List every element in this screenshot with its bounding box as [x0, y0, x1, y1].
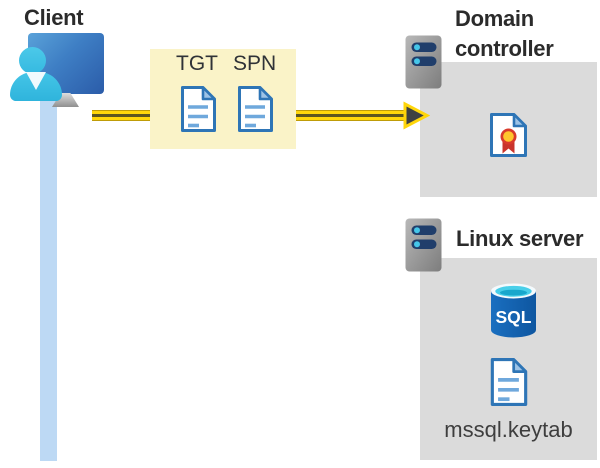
sql-database-icon: SQL [491, 283, 536, 338]
keytab-document-icon [490, 358, 528, 406]
user-icon [19, 47, 46, 74]
client-label: Client [24, 5, 84, 30]
arrow-head-icon [403, 101, 430, 130]
spn-label: SPN [233, 52, 277, 75]
linux-server-label: Linux server [456, 226, 584, 251]
tgt-document-icon [181, 86, 216, 132]
tgt-label: TGT [176, 52, 218, 75]
client-timeline-line [40, 92, 57, 461]
sql-badge-text: SQL [496, 307, 532, 327]
server-icon [405, 35, 442, 89]
spn-document-icon [238, 86, 273, 132]
certificate-icon [490, 113, 527, 157]
server-icon [405, 218, 442, 272]
keytab-file-label: mssql.keytab [444, 417, 573, 442]
domain-controller-label: Domain controller [455, 6, 554, 61]
